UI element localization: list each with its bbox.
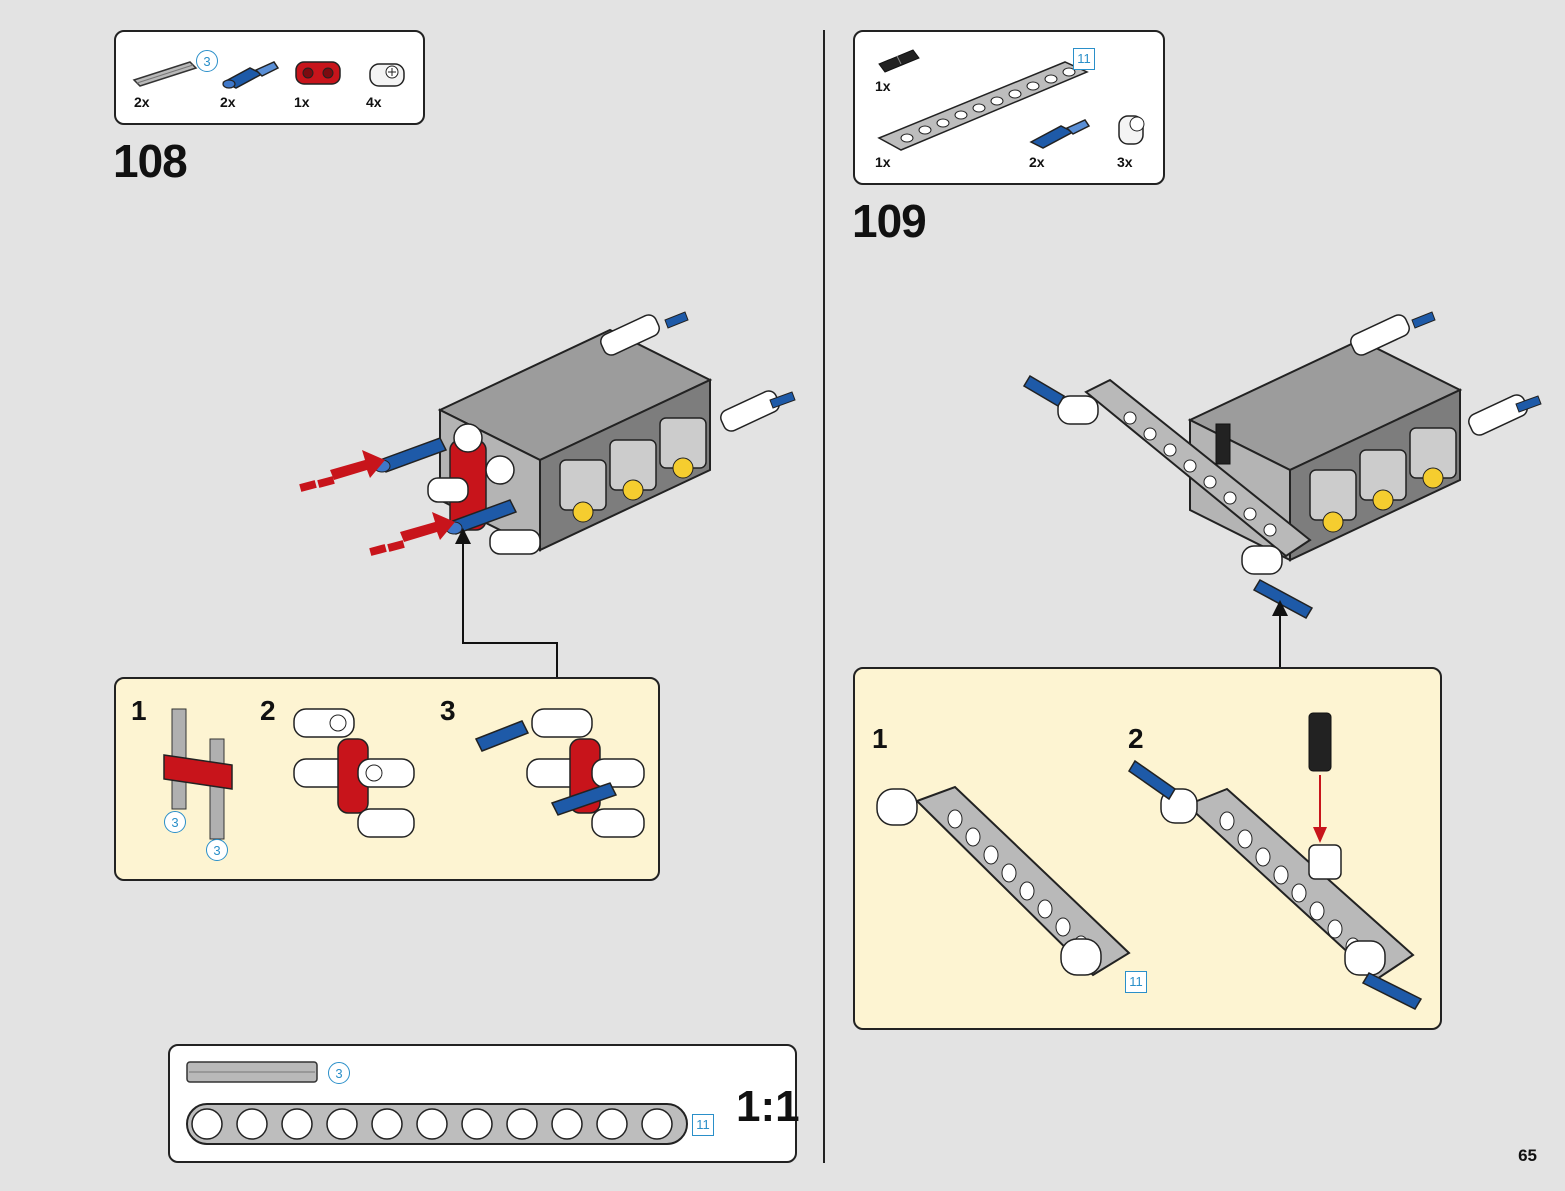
callout-connector-108 xyxy=(455,528,558,678)
parts-list-109: 1x 11 1x 2x 3x xyxy=(853,30,1165,185)
substep-1-model xyxy=(163,708,233,840)
substep-1-label: 1 xyxy=(872,723,888,754)
beam-length-callout: 11 xyxy=(1073,48,1095,70)
substep-2-label: 2 xyxy=(260,695,276,726)
substep-3-model xyxy=(474,708,645,838)
axle-length-callout: 3 xyxy=(164,811,186,833)
scale-label: 1:1 xyxy=(736,1082,800,1131)
substep-2-label: 2 xyxy=(1128,723,1144,754)
part-qty: 1x xyxy=(875,154,891,170)
parts-list-108: 3 2x 2x 1x 4x xyxy=(114,30,425,125)
axle-scale-reference xyxy=(186,1061,318,1083)
step-number-109: 109 xyxy=(852,195,927,247)
subassembly-109: 1 11 2 xyxy=(853,667,1442,1030)
part-qty: 2x xyxy=(220,94,236,110)
model-assembly-108 xyxy=(299,311,796,556)
callout-connector-109 xyxy=(1272,600,1288,668)
red-connector-part-icon xyxy=(295,61,341,85)
part-qty: 3x xyxy=(1117,154,1133,170)
page-divider xyxy=(823,30,825,1163)
blue-pin-part-icon xyxy=(1029,119,1091,149)
step-number-108: 108 xyxy=(113,135,188,187)
substep-1-label: 1 xyxy=(131,695,147,726)
beam-length-callout: 11 xyxy=(1125,971,1147,993)
substep-3-label: 3 xyxy=(440,695,456,726)
part-qty: 4x xyxy=(366,94,382,110)
white-connector-part-icon xyxy=(369,63,405,87)
beam-part-icon xyxy=(877,61,1089,151)
beam-scale-reference xyxy=(186,1103,688,1145)
part-qty: 1x xyxy=(875,78,891,94)
substep-2-model xyxy=(1127,712,1423,1010)
blue-pin-part-icon xyxy=(222,61,280,89)
white-connector-part-icon xyxy=(1118,115,1145,145)
axle-part-icon xyxy=(132,61,198,87)
part-qty: 2x xyxy=(134,94,150,110)
axle-length-callout: 3 xyxy=(328,1062,350,1084)
scale-reference-box: 3 11 1:1 xyxy=(168,1044,800,1163)
axle-length-callout: 3 xyxy=(196,50,218,72)
page-number: 65 xyxy=(1518,1146,1537,1165)
beam-length-callout: 11 xyxy=(692,1114,714,1136)
part-qty: 1x xyxy=(294,94,310,110)
substep-1-model xyxy=(876,785,1131,977)
model-assembly-109 xyxy=(1022,311,1542,619)
subassembly-108: 1 3 3 2 3 xyxy=(114,677,660,881)
black-pin-part-icon xyxy=(878,49,920,73)
substep-2-model xyxy=(293,708,415,838)
part-qty: 2x xyxy=(1029,154,1045,170)
axle-length-callout: 3 xyxy=(206,839,228,861)
